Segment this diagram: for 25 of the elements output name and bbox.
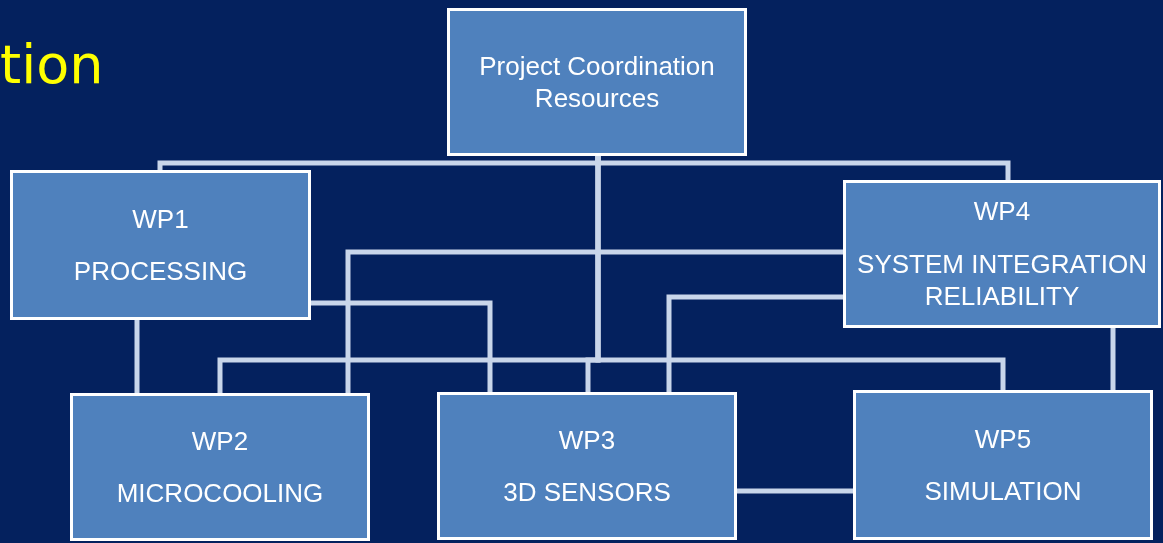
connector-line: [737, 488, 853, 494]
package-title: Project Coordination Resources: [478, 49, 716, 115]
connector-line: [311, 300, 493, 392]
connector-line: [666, 294, 843, 392]
work-package-box: [853, 390, 1153, 540]
work-package-box: [70, 393, 370, 541]
package-number: WP4: [973, 195, 1031, 228]
connector-line: [134, 320, 140, 393]
package-title: SIMULATION: [924, 475, 1082, 508]
connector-line: [345, 249, 843, 393]
connector-line: [595, 156, 1006, 390]
package-number: WP3: [558, 423, 616, 456]
package-title: 3D SENSORS: [503, 476, 671, 509]
package-number: WP1: [132, 202, 189, 235]
work-package-box: [10, 170, 311, 320]
package-number: WP5: [974, 422, 1032, 455]
package-title: PROCESSING: [73, 255, 248, 288]
package-title: MICROCOOLING: [116, 477, 324, 510]
work-package-box: [437, 392, 737, 540]
work-package-box: [843, 180, 1161, 328]
slide-title: tion: [0, 38, 104, 92]
connector-line: [1110, 328, 1116, 390]
package-number: WP2: [191, 424, 249, 457]
work-package-box: [447, 8, 747, 156]
package-title: SYSTEM INTEGRATION RELIABILITY: [856, 247, 1148, 313]
